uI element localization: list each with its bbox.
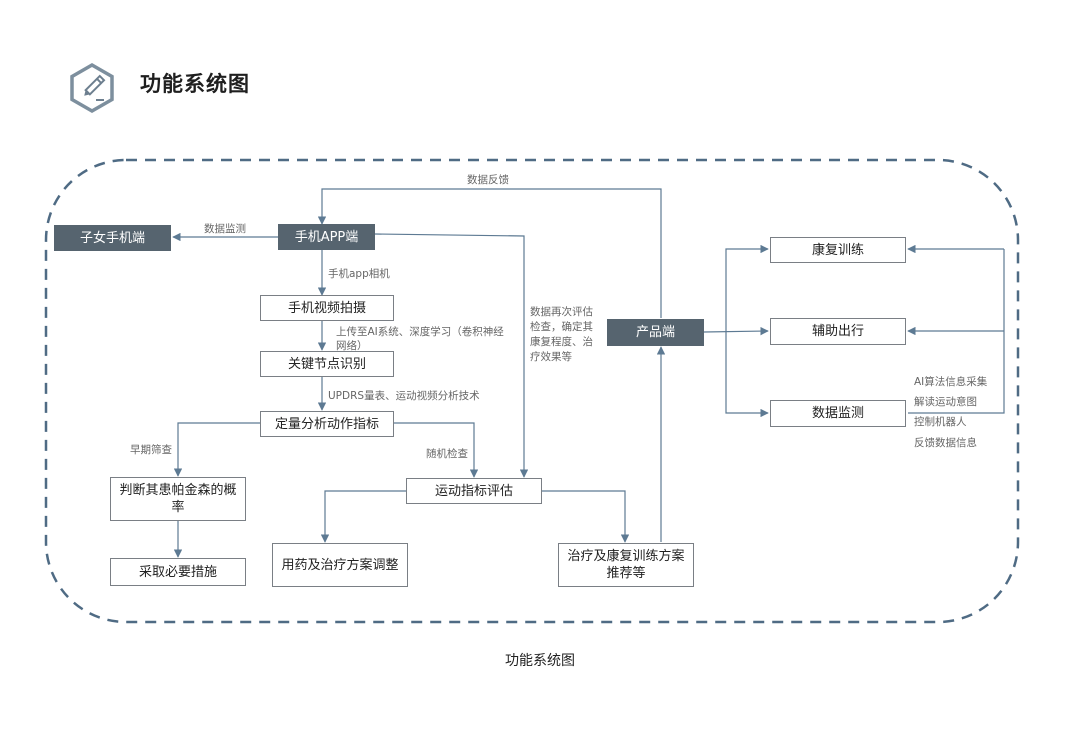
label-data-monitoring: 数据监测 xyxy=(204,223,246,235)
arrow-to-assist xyxy=(703,326,769,336)
node-motion-eval: 运动指标评估 xyxy=(406,478,542,504)
pencil-hexagon-icon xyxy=(70,62,114,114)
label-ai-robot: 控制机器人 xyxy=(914,416,967,428)
arrow-right-bus xyxy=(908,249,1005,414)
label-early-screen: 早期筛查 xyxy=(130,444,172,456)
arrow-to-motion xyxy=(394,422,479,478)
label-ai-intent: 解读运动意图 xyxy=(914,396,977,408)
node-judge-pd: 判断其患帕金森的概率 xyxy=(110,477,246,521)
arrow-to-treatment xyxy=(542,490,630,543)
arrow-feedback xyxy=(317,188,662,318)
system-boundary xyxy=(44,158,1020,624)
label-data-feedback: 数据反馈 xyxy=(467,174,509,186)
node-phone-app: 手机APP端 xyxy=(278,224,375,250)
node-assist-travel: 辅助出行 xyxy=(770,318,906,345)
diagram-caption: 功能系统图 xyxy=(505,653,575,669)
node-data-monitor: 数据监测 xyxy=(770,400,906,427)
arrow-reevaluate xyxy=(374,233,529,478)
label-upload-ai: 上传至AI系统、深度学习（卷积神经网络） xyxy=(336,326,504,352)
label-re-evaluate: 数据再次评估检查，确定其康复程度、治疗效果等 xyxy=(530,306,593,363)
arrow-to-judge xyxy=(173,422,260,477)
node-video-capture: 手机视频拍摄 xyxy=(260,295,394,321)
page-title: 功能系统图 xyxy=(140,72,250,96)
node-take-measures: 采取必要措施 xyxy=(110,558,246,586)
label-ai-collect: AI算法信息采集 xyxy=(914,376,988,388)
arrow-to-med xyxy=(320,490,406,543)
label-phone-camera: 手机app相机 xyxy=(328,268,390,280)
label-ai-feedback: 反馈数据信息 xyxy=(914,437,977,449)
node-child-phone: 子女手机端 xyxy=(54,225,171,251)
arrow-bus-down xyxy=(725,332,769,418)
node-keypoint: 关键节点识别 xyxy=(260,351,394,377)
node-quant-analysis: 定量分析动作指标 xyxy=(260,411,394,437)
label-updrs: UPDRS量表、运动视频分析技术 xyxy=(328,390,480,402)
node-rehab: 康复训练 xyxy=(770,237,906,263)
node-treatment-recommend: 治疗及康复训练方案推荐等 xyxy=(558,543,694,587)
node-med-adjust: 用药及治疗方案调整 xyxy=(272,543,408,587)
arrow-bus xyxy=(725,244,769,332)
label-random-check: 随机检查 xyxy=(426,448,468,460)
node-product: 产品端 xyxy=(607,319,704,346)
